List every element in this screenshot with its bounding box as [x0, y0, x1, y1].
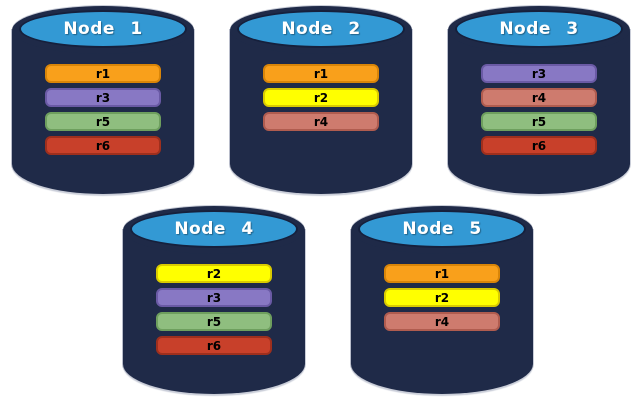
- replica-list: r1 r3 r5 r6: [12, 64, 194, 155]
- replica-bar-r6: r6: [156, 336, 272, 355]
- replica-bar-r6: r6: [45, 136, 161, 155]
- cylinder-top-face: Node 5: [358, 210, 526, 248]
- replica-bar-r1: r1: [384, 264, 500, 283]
- replica-bar-r3: r3: [45, 88, 161, 107]
- replica-label: r3: [95, 90, 111, 105]
- replica-label: r1: [434, 266, 450, 281]
- replica-bar-r4: r4: [263, 112, 379, 131]
- node-label: Node 5: [402, 219, 482, 239]
- replica-bar-r3: r3: [481, 64, 597, 83]
- database-node-3: Node 3 r3 r4 r5 r6: [448, 6, 630, 194]
- replica-label: r4: [434, 314, 450, 329]
- replica-label: r5: [531, 114, 547, 129]
- replica-bar-r5: r5: [45, 112, 161, 131]
- replica-bar-r4: r4: [384, 312, 500, 331]
- replica-bar-r2: r2: [384, 288, 500, 307]
- replica-label: r6: [206, 338, 222, 353]
- cylinder-body-shape: [448, 29, 630, 194]
- cylinder-top-face: Node 3: [455, 10, 623, 48]
- cylinder-top-rim: Node 5: [351, 206, 533, 254]
- replica-bar-r5: r5: [481, 112, 597, 131]
- replica-label: r5: [95, 114, 111, 129]
- database-node-5: Node 5 r1 r2 r4: [351, 206, 533, 394]
- replica-bar-r1: r1: [45, 64, 161, 83]
- database-node-1: Node 1 r1 r3 r5 r6: [12, 6, 194, 194]
- replica-bar-r5: r5: [156, 312, 272, 331]
- node-label: Node 2: [281, 19, 361, 39]
- replica-list: r3 r4 r5 r6: [448, 64, 630, 155]
- node-label: Node 3: [499, 19, 579, 39]
- replica-label: r6: [95, 138, 111, 153]
- node-label: Node 1: [63, 19, 143, 39]
- cylinder-top-rim: Node 4: [123, 206, 305, 254]
- cylinder-body-shape: [123, 229, 305, 394]
- replica-bar-r6: r6: [481, 136, 597, 155]
- replica-bar-r4: r4: [481, 88, 597, 107]
- cylinder-body-shape: [12, 29, 194, 194]
- cylinder-top-rim: Node 1: [12, 6, 194, 54]
- database-node-4: Node 4 r2 r3 r5 r6: [123, 206, 305, 394]
- replica-label: r5: [206, 314, 222, 329]
- replica-label: r2: [313, 90, 329, 105]
- node-label: Node 4: [174, 219, 254, 239]
- replica-list: r1 r2 r4: [230, 64, 412, 131]
- node-row-bottom: Node 4 r2 r3 r5 r6 Node 5 r1 r2 r4: [123, 206, 533, 394]
- replica-label: r2: [206, 266, 222, 281]
- replica-label: r6: [531, 138, 547, 153]
- replica-label: r4: [313, 114, 329, 129]
- replica-label: r4: [531, 90, 547, 105]
- database-node-2: Node 2 r1 r2 r4: [230, 6, 412, 194]
- replica-bar-r2: r2: [263, 88, 379, 107]
- replica-label: r3: [206, 290, 222, 305]
- replica-label: r3: [531, 66, 547, 81]
- cylinder-body-shape: [351, 229, 533, 394]
- cylinder-top-rim: Node 2: [230, 6, 412, 54]
- cylinder-top-face: Node 1: [19, 10, 187, 48]
- replica-label: r1: [313, 66, 329, 81]
- cylinder-top-face: Node 4: [130, 210, 298, 248]
- cylinder-body-shape: [230, 29, 412, 194]
- replica-label: r2: [434, 290, 450, 305]
- replica-bar-r1: r1: [263, 64, 379, 83]
- replica-bar-r3: r3: [156, 288, 272, 307]
- replica-label: r1: [95, 66, 111, 81]
- cylinder-top-face: Node 2: [237, 10, 405, 48]
- replica-list: r2 r3 r5 r6: [123, 264, 305, 355]
- replica-list: r1 r2 r4: [351, 264, 533, 331]
- cylinder-top-rim: Node 3: [448, 6, 630, 54]
- replica-bar-r2: r2: [156, 264, 272, 283]
